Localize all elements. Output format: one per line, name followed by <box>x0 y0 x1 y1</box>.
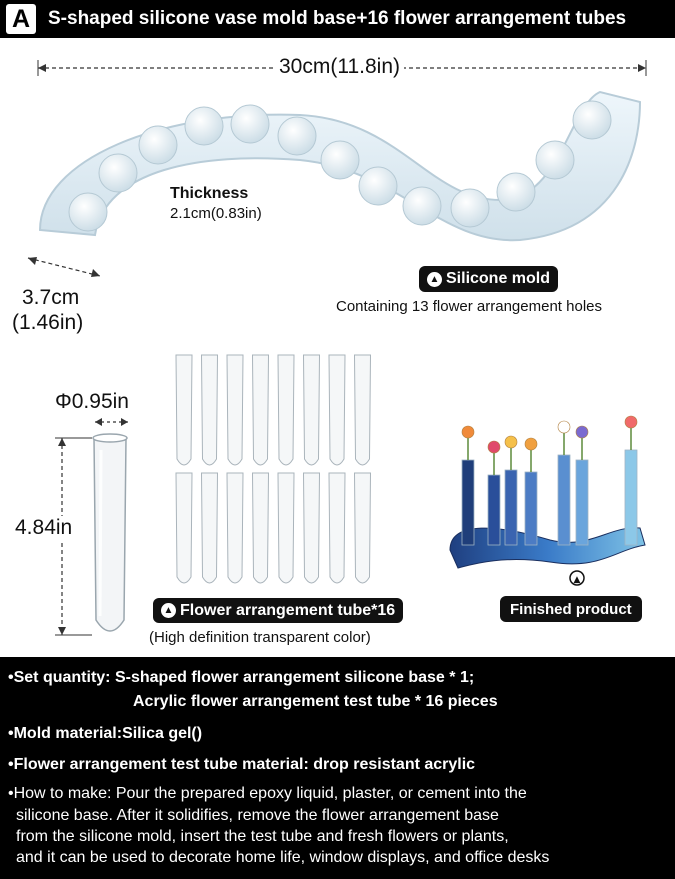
width-label-cm: 3.7cm <box>22 286 80 309</box>
width-dimension-line <box>27 257 101 277</box>
product-tube <box>487 474 501 546</box>
spec-how-to-4: and it can be used to decorate home life… <box>16 849 550 866</box>
mold-hole <box>572 100 612 140</box>
tube-caption: (High definition transparent color) <box>149 629 371 646</box>
mold-hole <box>277 116 317 156</box>
flower <box>624 415 638 429</box>
circle-arrow-icon <box>569 570 585 586</box>
mold-hole <box>320 140 360 180</box>
tube-item <box>200 472 219 584</box>
mold-hole <box>402 186 442 226</box>
page-title: S-shaped silicone vase mold base+16 flow… <box>48 8 627 29</box>
mold-hole <box>230 104 270 144</box>
tube-item <box>277 354 295 466</box>
mold-hole <box>535 140 575 180</box>
product-tube <box>575 459 589 546</box>
tube-pill: ▲ Flower arrangement tube*16 <box>153 598 404 623</box>
mold-hole <box>184 106 224 146</box>
mold-hole <box>496 172 536 212</box>
arrow-left-icon <box>95 418 102 426</box>
tube-item <box>200 354 219 466</box>
flower <box>557 420 571 434</box>
tube-item <box>175 472 193 584</box>
product-tube <box>524 471 538 546</box>
tube-item <box>175 354 193 466</box>
arrow-down-icon <box>58 627 66 635</box>
finished-product-pill: Finished product <box>500 596 642 622</box>
flower <box>575 425 589 439</box>
spec-mold-material: •Mold material:Silica gel() <box>8 725 203 742</box>
tube-item <box>302 472 321 584</box>
tube-item <box>226 354 244 466</box>
svg-text:▲: ▲ <box>574 575 581 585</box>
mold-caption: Containing 13 flower arrangement holes <box>336 298 602 315</box>
tube-item <box>302 354 321 466</box>
tube-grid <box>175 354 372 584</box>
length-label: 30cm(11.8in) <box>275 55 404 79</box>
thickness-value: 2.1cm(0.83in) <box>170 205 262 222</box>
tube-dimension-illustration <box>55 418 128 636</box>
product-tube <box>504 469 518 546</box>
mold-hole <box>450 188 490 228</box>
circle-arrow-icon: ▲ <box>427 271 442 287</box>
tube-item <box>328 354 346 466</box>
mold-hole <box>138 125 178 165</box>
arrow-up-icon <box>58 438 66 446</box>
product-tube <box>624 449 638 546</box>
arrow-right-icon <box>638 64 646 72</box>
tube-item <box>251 354 270 466</box>
circle-arrow-icon: ▲ <box>161 603 176 618</box>
flower <box>461 425 475 439</box>
mold-holes <box>68 100 612 232</box>
arrow-right-icon <box>121 418 128 426</box>
finished-product-illustration: ▲ <box>449 415 646 586</box>
tube-item <box>353 354 372 466</box>
finished-product-pill-label: Finished product <box>510 600 632 618</box>
mold-hole <box>358 166 398 206</box>
spec-tube-material: •Flower arrangement test tube material: … <box>8 756 476 773</box>
arrow-left-icon <box>38 64 46 72</box>
flower <box>487 440 501 454</box>
tube-item <box>277 472 295 584</box>
product-tube <box>461 459 475 546</box>
finished-base <box>449 527 646 569</box>
tube-item <box>328 472 346 584</box>
header-banner: A S-shaped silicone vase mold base+16 fl… <box>0 0 675 38</box>
mold-hole <box>68 192 108 232</box>
tube-pill-label: Flower arrangement tube*16 <box>180 601 396 619</box>
spec-set-quantity-2: Acrylic flower arrangement test tube * 1… <box>133 693 498 710</box>
specs-panel: •Set quantity: S-shaped flower arrangeme… <box>0 657 675 879</box>
width-label-in: (1.46in) <box>12 311 84 334</box>
mold-hole <box>98 153 138 193</box>
silicone-mold-pill-label: Silicone mold <box>446 270 551 287</box>
spec-set-quantity-1: •Set quantity: S-shaped flower arrangeme… <box>8 669 475 686</box>
flower <box>504 435 518 449</box>
diameter-label: Φ0.95in <box>55 390 129 413</box>
tube-item <box>251 472 270 584</box>
flower <box>524 437 538 451</box>
product-tube <box>557 454 571 546</box>
tube-item <box>353 472 372 584</box>
thickness-title: Thickness <box>170 185 249 202</box>
spec-how-to-1: •How to make: Pour the prepared epoxy li… <box>8 785 527 802</box>
spec-how-to-3: from the silicone mold, insert the test … <box>16 828 509 845</box>
tube-item <box>226 472 244 584</box>
section-badge: A <box>6 4 36 34</box>
silicone-mold-illustration <box>27 60 647 277</box>
spec-how-to-2: silicone base. After it solidifies, remo… <box>16 807 499 824</box>
silicone-mold-pill: ▲ Silicone mold <box>419 266 559 292</box>
height-label: 4.84in <box>15 516 73 540</box>
